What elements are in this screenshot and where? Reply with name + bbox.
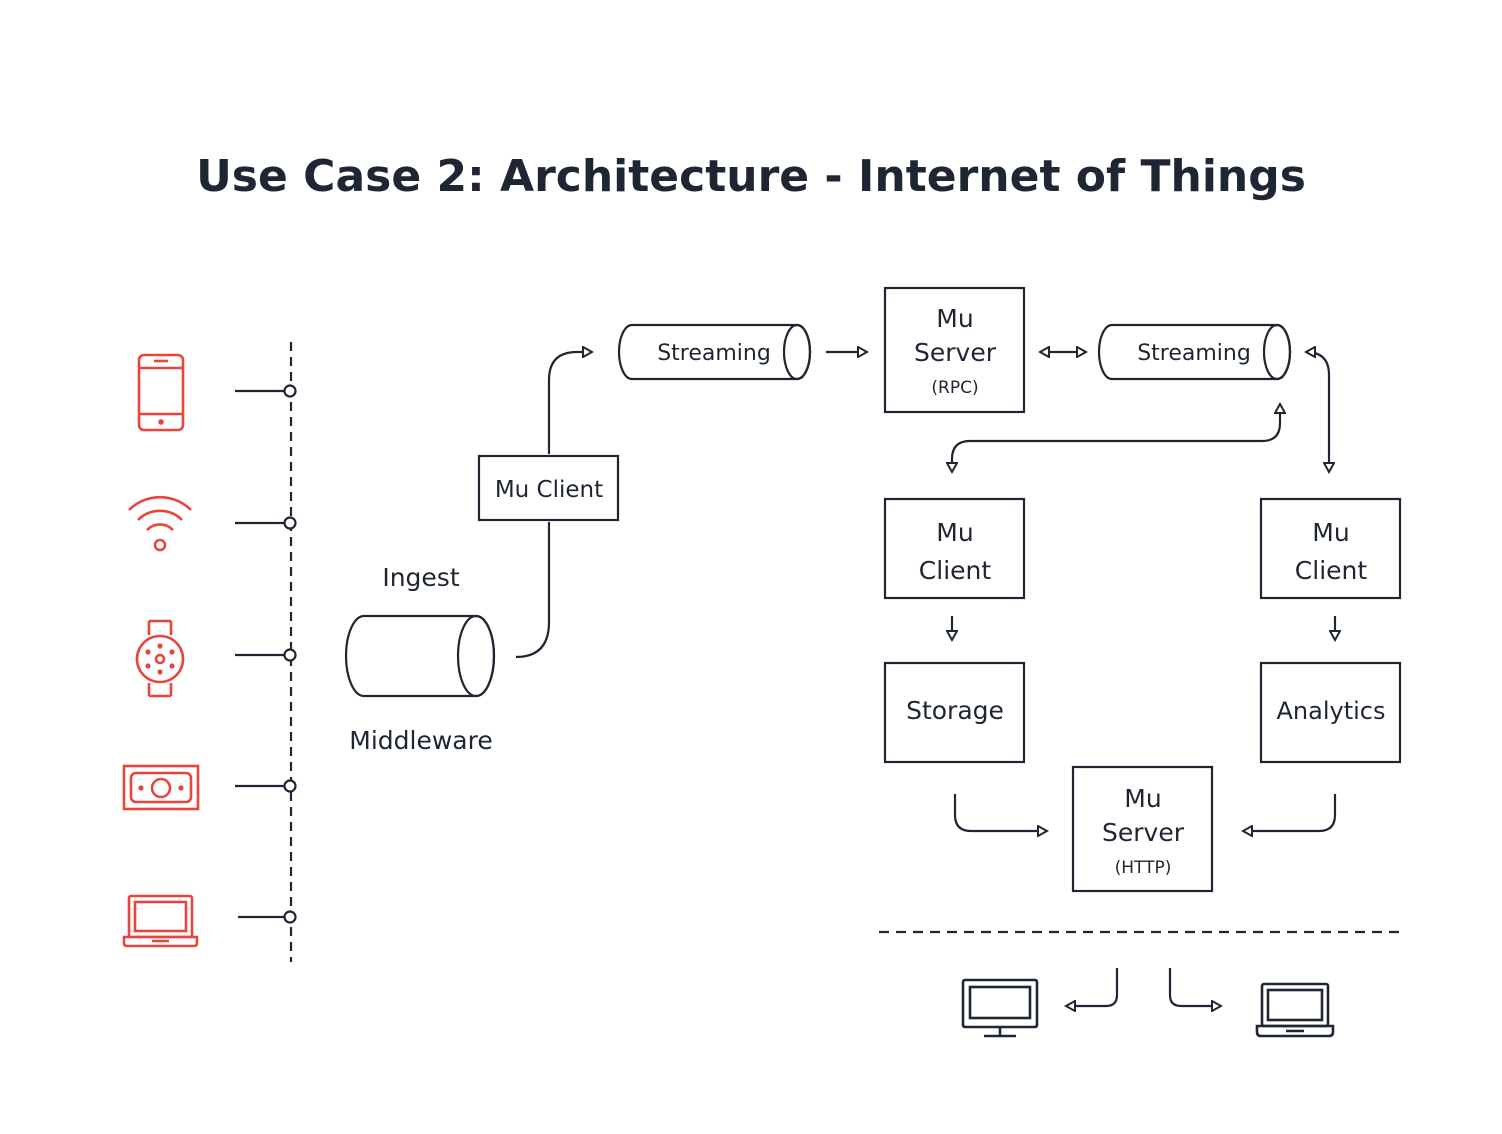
mu-client-storage-line2: Client (919, 556, 992, 585)
page-title: Use Case 2: Architecture - Internet of T… (196, 151, 1306, 202)
mu-server-http-line1: Mu (1124, 784, 1161, 813)
mu-server-rpc-box (883, 286, 1026, 414)
arrow-streaming-to-storage-client (952, 404, 1280, 472)
wifi-icon (128, 496, 192, 552)
connector-middleware-to-client (515, 522, 551, 659)
mu-server-http-line2: Server (1102, 818, 1185, 847)
mu-server-rpc-line2: Server (914, 338, 997, 367)
arrow-analytics-to-http (1243, 794, 1337, 831)
mu-server-rpc-sub: (RPC) (931, 378, 978, 398)
arrow-http-to-laptop (1168, 968, 1221, 1006)
ingest-label: Ingest (382, 563, 459, 592)
laptop-icon (122, 894, 199, 948)
streaming-cylinder-right (1097, 323, 1292, 381)
middleware-label: Middleware (349, 726, 492, 755)
arrow-streaming-to-analytics-client (1306, 352, 1329, 472)
storage-label: Storage (906, 696, 1004, 725)
arrow-storage-to-http (953, 794, 1047, 831)
streaming-right-label: Streaming (1137, 341, 1251, 366)
arrow-client-to-streaming (547, 352, 592, 454)
analytics-label: Analytics (1277, 697, 1386, 725)
mu-client-analytics-line1: Mu (1312, 518, 1349, 547)
smartphone-icon (137, 353, 185, 432)
mu-client-ingest-box (477, 454, 620, 522)
smartwatch-icon (135, 619, 185, 698)
desktop-monitor-icon (961, 978, 1039, 1038)
mu-client-analytics-box (1259, 497, 1402, 600)
mu-server-http-box (1071, 765, 1214, 893)
device-connectors (235, 384, 297, 924)
mu-server-rpc-line1: Mu (936, 304, 973, 333)
middleware-cylinder (344, 614, 496, 698)
arrow-http-to-desktop (1066, 968, 1119, 1006)
laptop-icon (1255, 982, 1335, 1038)
analytics-box (1259, 661, 1402, 764)
mu-client-storage-box (883, 497, 1026, 600)
storage-box (883, 661, 1026, 764)
mu-server-http-sub: (HTTP) (1115, 858, 1172, 878)
mu-client-analytics-line2: Client (1295, 556, 1368, 585)
mu-client-storage-line1: Mu (936, 518, 973, 547)
mu-client-ingest-label: Mu Client (495, 477, 603, 503)
streaming-left-label: Streaming (657, 341, 771, 366)
streaming-cylinder-left (617, 323, 812, 381)
money-icon (122, 764, 200, 811)
